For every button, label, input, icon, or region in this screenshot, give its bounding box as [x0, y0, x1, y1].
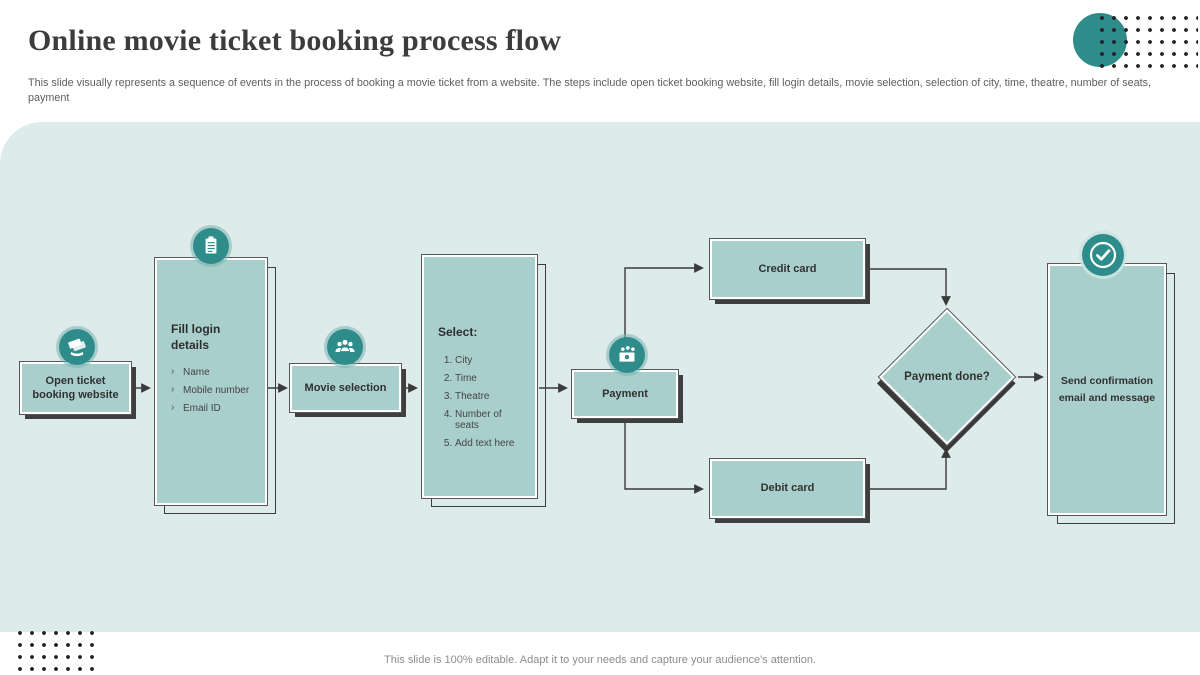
list-item: Name	[171, 366, 253, 378]
footer-note: This slide is 100% editable. Adapt it to…	[384, 654, 816, 666]
step-label: Send confirmation email and message	[1058, 375, 1156, 404]
list-item: Email ID	[171, 402, 253, 414]
login-details-list: Name Mobile number Email ID	[171, 366, 253, 414]
clipboard-icon	[193, 228, 229, 264]
cash-icon	[609, 337, 645, 373]
page-title: Online movie ticket booking process flow	[28, 24, 562, 57]
step-title: Fill login details	[171, 322, 221, 352]
step-label: Movie selection	[304, 381, 387, 394]
dot-grid-icon	[1096, 12, 1198, 70]
dot-grid-icon	[14, 627, 102, 671]
list-item: Time	[455, 373, 523, 384]
step-credit-card: Credit card	[709, 238, 866, 300]
step-label: Debit card	[760, 482, 815, 495]
check-icon	[1082, 234, 1124, 276]
decision-label: Payment done?	[904, 371, 990, 383]
list-item: City	[455, 355, 523, 366]
slide-subtitle: This slide visually represents a sequenc…	[28, 77, 1152, 104]
step-label: Open ticket booking website	[32, 374, 119, 401]
list-item: Add text here	[455, 438, 523, 449]
ticket-icon	[59, 329, 95, 365]
step-movie-selection: Movie selection	[289, 363, 402, 413]
select-options-list: City Time Theatre Number of seats Add te…	[455, 355, 523, 449]
step-open-website: Open ticket booking website	[19, 361, 132, 415]
list-item: Number of seats	[455, 409, 523, 431]
step-select-options: Select: City Time Theatre Number of seat…	[421, 254, 538, 499]
decision-payment-done: Payment done?	[877, 307, 1017, 447]
audience-icon	[327, 329, 363, 365]
step-send-confirmation: Send confirmation email and message	[1047, 263, 1167, 516]
step-payment: Payment	[571, 369, 679, 419]
step-debit-card: Debit card	[709, 458, 866, 519]
step-label: Payment	[602, 387, 648, 400]
list-item: Mobile number	[171, 384, 253, 396]
step-title: Select:	[438, 325, 478, 339]
list-item: Theatre	[455, 391, 523, 402]
step-fill-login: Fill login details Name Mobile number Em…	[154, 257, 268, 506]
step-label: Credit card	[758, 262, 817, 275]
